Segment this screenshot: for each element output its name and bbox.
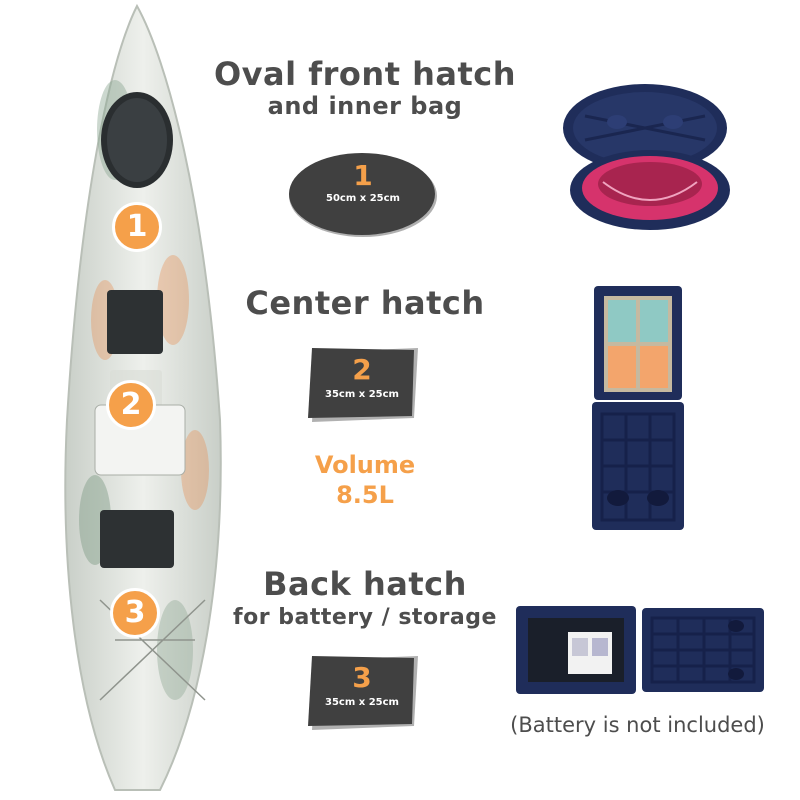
battery-note: (Battery is not included) [510,713,765,737]
hatch-2-number: 2 [352,353,372,386]
back-hatch-photo [514,604,766,696]
kayak-marker-2: 2 [106,380,156,430]
hatch-3-size: 35cm x 25cm [325,697,399,708]
hatch-1-badge: 1 50cm x 25cm [288,150,438,238]
back-hatch-mark [100,510,174,568]
hatch-3-number: 3 [352,661,372,694]
hatch-1-title: Oval front hatch [213,55,517,93]
kayak-marker-3: 3 [110,588,160,638]
oval-hatch-photo [555,78,740,233]
hatch-2-title: Center hatch [245,284,485,322]
hatch-1-number: 1 [353,159,373,192]
hatch-2-badge: 2 35cm x 25cm [308,348,418,422]
hatch-1-size: 50cm x 25cm [326,193,400,204]
hatch-1-subtitle: and inner bag [267,92,463,120]
center-hatch-photo [588,284,688,534]
center-hatch-mark [107,290,163,354]
kayak-image [55,0,235,800]
volume-label: Volume [314,451,416,479]
hatch-3-subtitle: for battery / storage [233,605,497,630]
hatch-2-size: 35cm x 25cm [325,389,399,400]
kayak-marker-1: 1 [112,202,162,252]
hatch-3-title: Back hatch [263,565,467,603]
volume-value: 8.5L [336,481,394,509]
kayak-illustration [64,3,222,791]
hatch-3-badge: 3 35cm x 25cm [308,656,418,730]
